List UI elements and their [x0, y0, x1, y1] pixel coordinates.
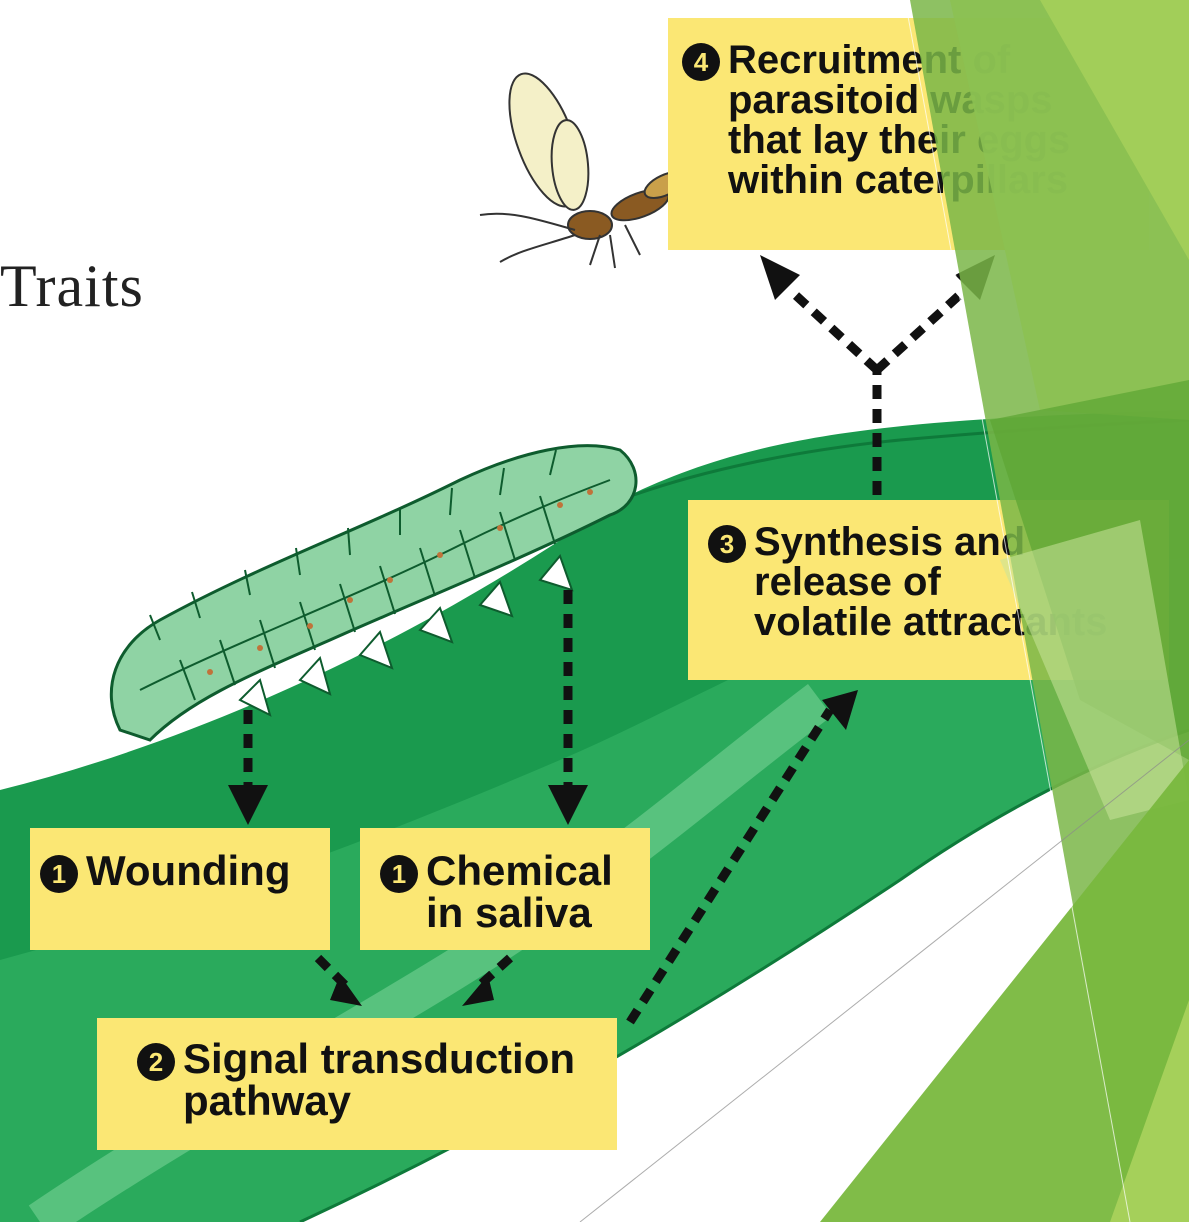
step-number-2: 2	[137, 1043, 175, 1081]
step-label: that lay their eggs	[728, 118, 1070, 162]
slide-title: Traits	[0, 252, 144, 321]
step-label: volatile attractants	[754, 600, 1107, 644]
step-label: Recruitment of	[728, 38, 1010, 82]
step-number-3: 3	[708, 525, 746, 563]
step-label: Wounding	[86, 847, 290, 894]
step-label: parasitoid wasps	[728, 78, 1053, 122]
step-label: release of	[754, 560, 941, 604]
step-number-1: 1	[380, 855, 418, 893]
step-label: within caterpillars	[728, 158, 1068, 202]
step-label: Synthesis and	[754, 520, 1025, 564]
step-label: Chemical	[426, 847, 613, 894]
step-label: in saliva	[426, 889, 592, 936]
step-number-4: 4	[682, 43, 720, 81]
step-label: pathway	[183, 1077, 351, 1124]
step-number-1: 1	[40, 855, 78, 893]
step-label: Signal transduction	[183, 1035, 575, 1082]
